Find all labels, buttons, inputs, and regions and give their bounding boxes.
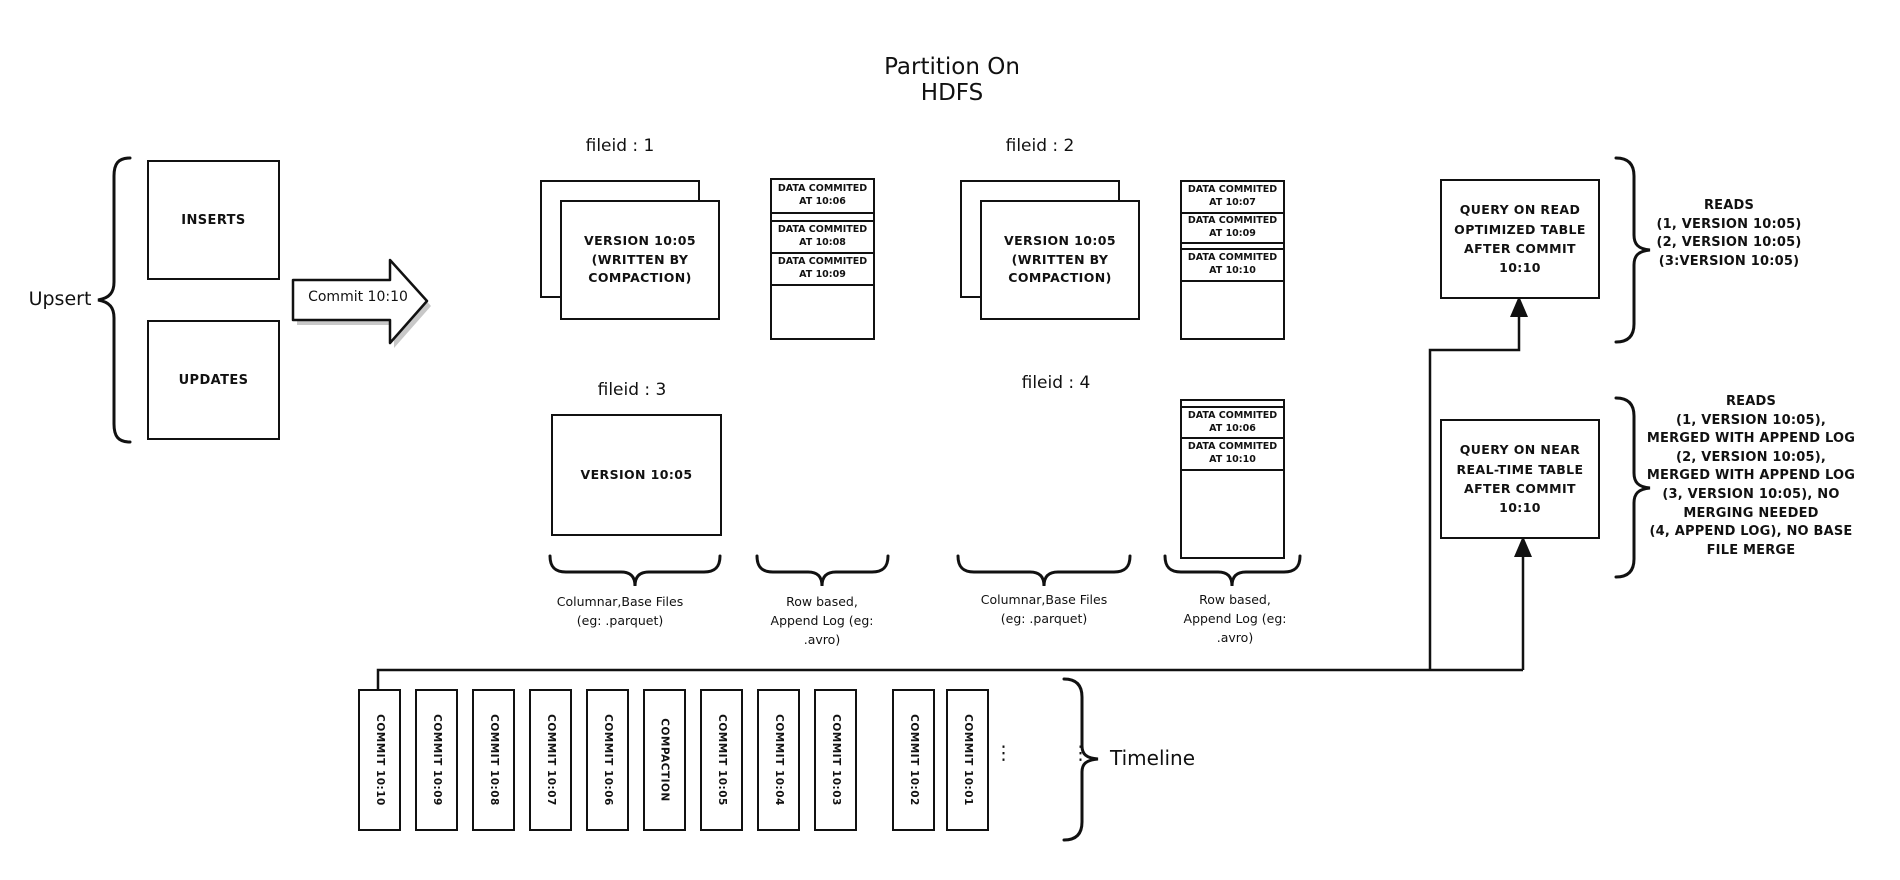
fileid-2-label: fileid : 2 [1005,136,1075,156]
columnar-base-files-label-1: Columnar,Base Files (eg: .parquet) [556,594,684,628]
fileid-1-label: fileid : 1 [585,136,655,156]
inserts-box: INSERTS [147,160,280,280]
reads-brace-2 [1614,396,1651,579]
reads-brace-1 [1614,156,1651,344]
commit-arrow-shape [291,258,429,345]
log-entry: DATA COMMITED AT 10:06 [772,180,873,214]
timeline-commit-box: COMMIT 10:01 [946,689,989,831]
append-log-2: DATA COMMITED AT 10:07 DATA COMMITED AT … [1180,180,1285,340]
log-entry: DATA COMMITED AT 10:09 [772,254,873,286]
log-entry: DATA COMMITED AT 10:10 [1182,439,1283,471]
commit-arrow-label: Commit 10:10 [308,289,408,305]
timeline-commit-box: COMMIT 10:03 [814,689,857,831]
timeline-commit-box: COMMIT 10:09 [415,689,458,831]
timeline-commit-box: COMMIT 10:07 [529,689,572,831]
query-near-real-time-box: QUERY ON NEAR REAL-TIME TABLE AFTER COMM… [1440,419,1600,539]
row-based-log-label-2: Row based, Append Log (eg: .avro) [1183,592,1287,645]
timeline-commit-label: COMMIT 10:02 [907,714,920,806]
fileid-1-base-file: VERSION 10:05 (WRITTEN BY COMPACTION) [560,200,720,320]
timeline-ellipsis: ⋮ ⋮ [994,742,1117,764]
reads-annotation-1: READS (1, VERSION 10:05) (2, VERSION 10:… [1656,198,1802,269]
updates-box: UPDATES [147,320,280,440]
arrowhead-to-near-real-time-icon [1514,536,1532,557]
timeline-label: Timeline [1110,746,1196,770]
timeline-commit-label: COMMIT 10:09 [430,714,443,806]
log-separator [1182,244,1283,250]
timeline-commit-label: COMMIT 10:08 [487,714,500,806]
arrowhead-to-read-optimized-icon [1510,296,1528,317]
columnar-base-files-brace-2 [956,554,1132,587]
timeline-commit-box: COMMIT 10:04 [757,689,800,831]
log-empty-space [1182,471,1283,557]
append-log-4: DATA COMMITED AT 10:06 DATA COMMITED AT … [1180,399,1285,559]
timeline-commit-label: COMMIT 10:07 [544,714,557,806]
columnar-base-files-brace-1 [548,554,722,587]
log-separator [772,214,873,222]
timeline-commit-label: COMMIT 10:06 [601,714,614,806]
timeline-commit-label: COMMIT 10:04 [772,714,785,806]
timeline-commit-box: COMMIT 10:10 [358,689,401,831]
timeline-to-query-connector [376,303,1525,689]
fileid-3-label: fileid : 3 [597,380,667,400]
timeline-compaction-box: COMPACTION [643,689,686,831]
row-based-log-brace-1 [755,554,890,587]
fileid-3-base-file: VERSION 10:05 [551,414,722,536]
timeline-commit-label: COMMIT 10:10 [373,714,386,806]
row-based-log-label-1: Row based, Append Log (eg: .avro) [770,594,874,647]
timeline-compaction-label: COMPACTION [658,718,671,802]
timeline-commit-box: COMMIT 10:02 [892,689,935,831]
append-log-1: DATA COMMITED AT 10:06 DATA COMMITED AT … [770,178,875,340]
timeline-commit-label: COMMIT 10:05 [715,714,728,806]
reads-annotation-2: READS (1, VERSION 10:05), MERGED WITH AP… [1646,394,1856,558]
log-entry: DATA COMMITED AT 10:10 [1182,250,1283,282]
query-read-optimized-box: QUERY ON READ OPTIMIZED TABLE AFTER COMM… [1440,179,1600,299]
row-based-log-brace-2 [1163,554,1302,587]
log-entry: DATA COMMITED AT 10:08 [772,222,873,254]
timeline-commit-box: COMMIT 10:06 [586,689,629,831]
log-empty-space [1182,282,1283,338]
timeline-commit-label: COMMIT 10:01 [961,714,974,806]
upsert-brace [97,156,132,444]
timeline-brace [1062,677,1099,842]
timeline-commit-box: COMMIT 10:05 [700,689,743,831]
log-entry: DATA COMMITED AT 10:09 [1182,214,1283,244]
log-entry: DATA COMMITED AT 10:06 [1182,408,1283,439]
log-entry: DATA COMMITED AT 10:07 [1182,182,1283,214]
log-separator [1182,401,1283,408]
columnar-base-files-label-2: Columnar,Base Files (eg: .parquet) [980,592,1108,626]
log-empty-space [772,286,873,338]
upsert-label: Upsert [28,288,92,310]
fileid-4-label: fileid : 4 [1021,373,1091,393]
fileid-2-base-file: VERSION 10:05 (WRITTEN BY COMPACTION) [980,200,1140,320]
page-title: Partition On HDFS [884,54,1020,106]
timeline-commit-box: COMMIT 10:08 [472,689,515,831]
timeline-commit-label: COMMIT 10:03 [829,714,842,806]
